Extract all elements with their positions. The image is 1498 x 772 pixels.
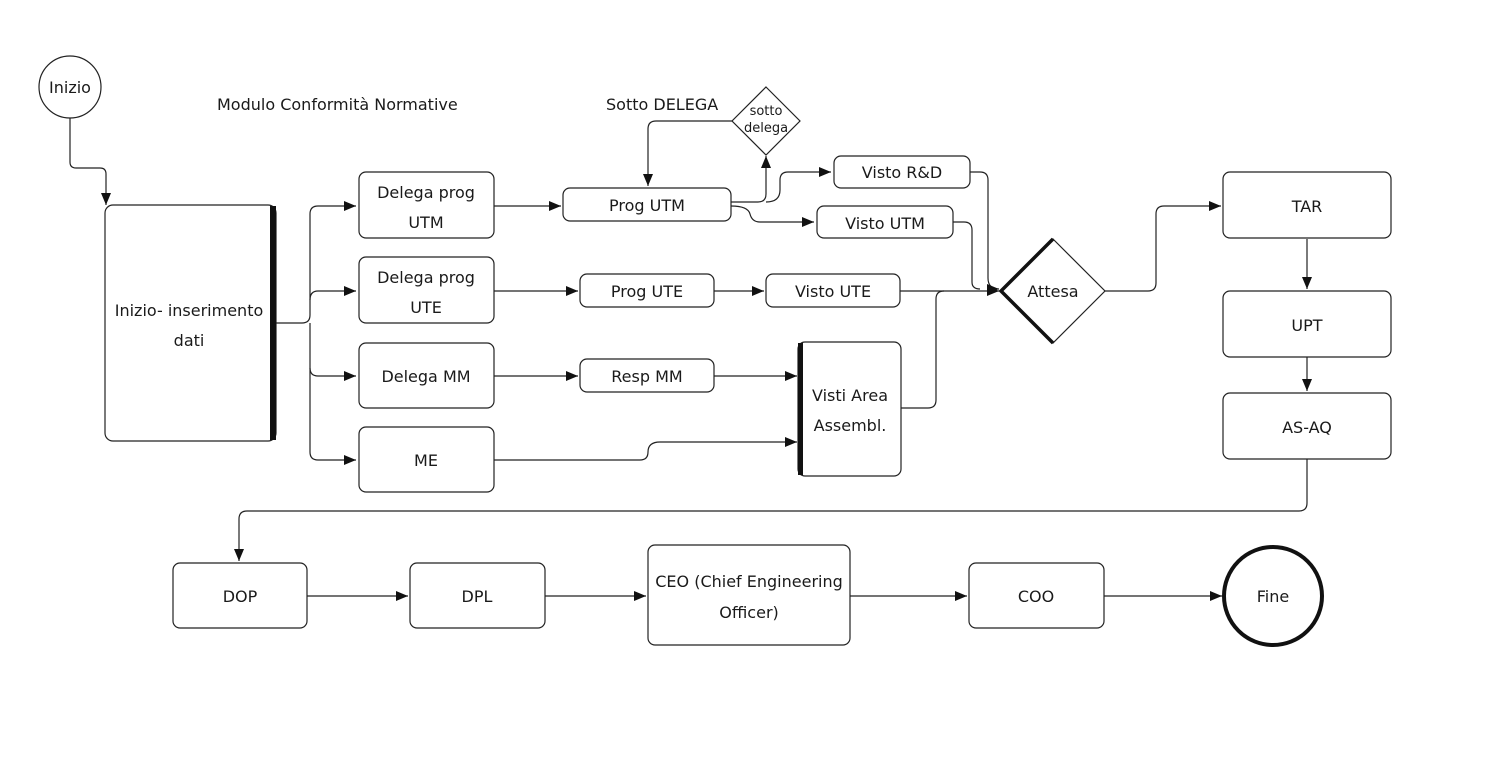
- node-prog-utm-box: [562, 187, 732, 222]
- node-attesa-shadow: [998, 237, 1055, 345]
- node-fine[interactable]: Fine: [1222, 545, 1324, 647]
- node-me-label: ME: [414, 451, 438, 470]
- node-visto-utm-label: Visto UTM: [845, 214, 925, 233]
- node-resp-mm-label: Resp MM: [611, 367, 682, 386]
- node-as-aq-label: AS-AQ: [1282, 418, 1332, 437]
- node-upt-box: [1222, 290, 1392, 358]
- edges: [69, 118, 1312, 601]
- node-sotto-delega[interactable]: sotto delega: [731, 86, 801, 156]
- node-delega-mm[interactable]: Delega MM: [358, 342, 495, 409]
- start-circle: [38, 55, 102, 119]
- node-delega-ute[interactable]: Delega prog UTE: [358, 256, 495, 324]
- node-delega-utm-line1: Delega prog: [377, 183, 475, 202]
- node-attesa-label: Attesa: [1027, 282, 1078, 301]
- node-delega-utm-line2: UTM: [408, 213, 443, 232]
- node-upt-label: UPT: [1291, 316, 1322, 335]
- node-sotto-delega-line1: sotto: [750, 104, 783, 119]
- edge-inserimento-bus: [276, 201, 356, 324]
- node-inserimento-bar: [270, 206, 276, 440]
- node-attesa[interactable]: Attesa: [998, 237, 1106, 345]
- node-upt[interactable]: UPT: [1222, 290, 1392, 358]
- edge-sotto-delega-prog-utm: [643, 120, 732, 186]
- node-visto-ute[interactable]: Visto UTE: [765, 273, 901, 308]
- node-inserimento[interactable]: Inizio- inserimento dati: [104, 204, 277, 442]
- node-visti-area-line2: Assembl.: [814, 416, 887, 435]
- node-sotto-delega-line2: delega: [744, 121, 788, 136]
- diagram-title: Modulo Conformità Normative: [217, 95, 458, 114]
- node-me-box: [358, 426, 495, 493]
- node-inserimento-line1: Inizio- inserimento: [115, 301, 264, 320]
- node-inserimento-box: [104, 204, 277, 442]
- node-delega-ute-box: [358, 256, 495, 324]
- edge-as-aq-dop: [234, 459, 1308, 561]
- node-ceo-box: [647, 544, 851, 646]
- node-tar-box: [1222, 171, 1392, 239]
- edge-visto-utm-attesa: [953, 221, 981, 290]
- edge-prog-utm-visto-utm: [730, 205, 814, 227]
- node-prog-ute-label: Prog UTE: [611, 282, 683, 301]
- node-tar[interactable]: TAR: [1222, 171, 1392, 239]
- node-visto-rd-label: Visto R&D: [862, 163, 942, 182]
- node-fine-label: Fine: [1257, 587, 1289, 606]
- edge-prog-utm-sotto-delega: [731, 156, 771, 203]
- node-delega-mm-label: Delega MM: [381, 367, 470, 386]
- node-visto-utm-box: [816, 205, 954, 239]
- node-visto-rd-box: [833, 155, 971, 189]
- node-dop[interactable]: DOP: [172, 562, 308, 629]
- node-dop-box: [172, 562, 308, 629]
- edge-visto-rd-attesa: [970, 171, 1000, 294]
- node-coo-label: COO: [1018, 587, 1054, 606]
- node-delega-utm[interactable]: Delega prog UTM: [358, 171, 495, 239]
- node-visti-area-box: [797, 341, 902, 477]
- edge-prog-utm-visto-rd: [765, 167, 831, 203]
- node-as-aq[interactable]: AS-AQ: [1222, 392, 1392, 460]
- node-delega-mm-box: [358, 342, 495, 409]
- node-resp-mm[interactable]: Resp MM: [579, 358, 715, 393]
- node-delega-ute-line2: UTE: [410, 298, 442, 317]
- node-delega-utm-box: [358, 171, 495, 239]
- annotation-sotto-delega: Sotto DELEGA: [606, 95, 718, 114]
- edge-inizio-inserimento: [69, 118, 111, 205]
- node-dpl[interactable]: DPL: [409, 562, 546, 629]
- node-ceo[interactable]: CEO (Chief Engineering Officer): [647, 544, 851, 646]
- end-circle: [1222, 545, 1324, 647]
- node-as-aq-box: [1222, 392, 1392, 460]
- node-sotto-delega-diamond: [731, 86, 801, 156]
- node-visto-rd[interactable]: Visto R&D: [833, 155, 971, 189]
- edge-attesa-tar: [1105, 201, 1221, 292]
- node-prog-ute[interactable]: Prog UTE: [579, 273, 715, 308]
- node-delega-ute-line1: Delega prog: [377, 268, 475, 287]
- node-prog-ute-box: [579, 273, 715, 308]
- node-visti-area-line1: Visti Area: [812, 386, 888, 405]
- node-visti-area[interactable]: Visti Area Assembl.: [797, 341, 902, 477]
- node-tar-label: TAR: [1291, 197, 1323, 216]
- node-inizio-label: Inizio: [49, 78, 91, 97]
- edge-bus-delega-ute: [309, 286, 356, 301]
- node-ceo-line1: CEO (Chief Engineering: [655, 572, 843, 591]
- node-visto-ute-label: Visto UTE: [795, 282, 871, 301]
- node-dpl-label: DPL: [462, 587, 493, 606]
- node-ceo-line2: Officer): [719, 603, 779, 622]
- node-coo-box: [968, 562, 1105, 629]
- edge-me-visti-area: [494, 437, 797, 461]
- node-dop-label: DOP: [223, 587, 258, 606]
- node-resp-mm-box: [579, 358, 715, 393]
- node-visti-area-bar: [798, 343, 803, 475]
- node-visto-ute-box: [765, 273, 901, 308]
- node-inserimento-line2: dati: [174, 331, 205, 350]
- node-dpl-box: [409, 562, 546, 629]
- edge-visti-area-attesa: [901, 290, 945, 409]
- edge-bus-me: [309, 368, 356, 465]
- node-me[interactable]: ME: [358, 426, 495, 493]
- node-prog-utm-label: Prog UTM: [609, 196, 685, 215]
- edge-bus-delega-mm: [309, 323, 356, 381]
- node-visto-utm[interactable]: Visto UTM: [816, 205, 954, 239]
- node-coo[interactable]: COO: [968, 562, 1105, 629]
- node-inizio[interactable]: Inizio: [38, 55, 102, 119]
- node-prog-utm[interactable]: Prog UTM: [562, 187, 732, 222]
